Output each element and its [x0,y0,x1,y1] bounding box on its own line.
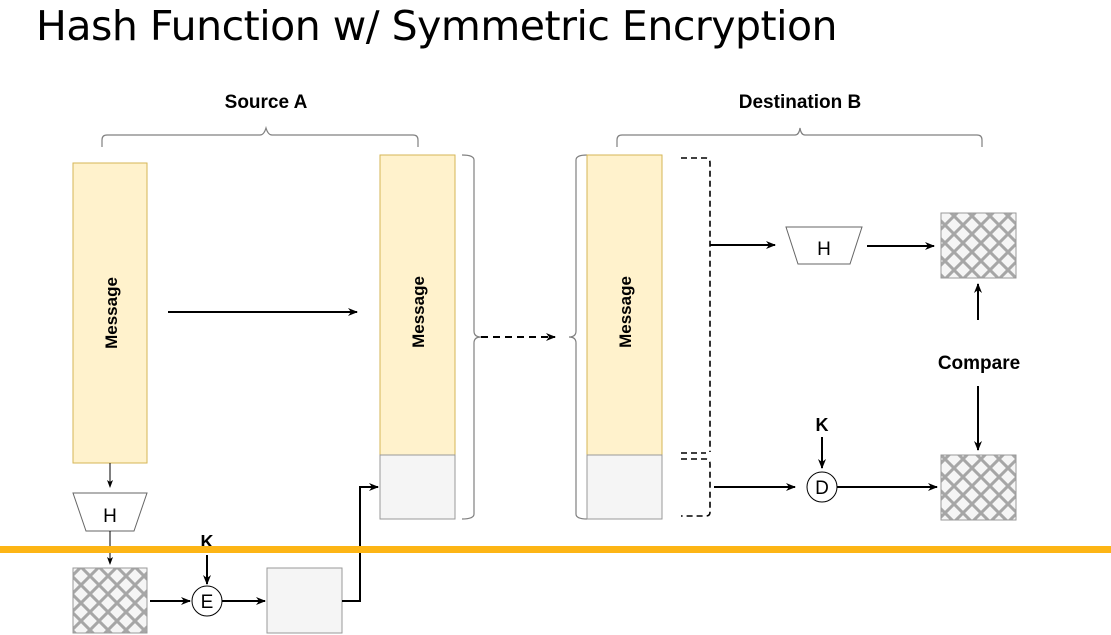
appended-encrypted-hash [379,454,456,520]
source-hash-label: H [103,506,117,527]
message-dashed-bracket [681,157,711,452]
received-message-block [586,154,663,456]
source-a-label: Source A [225,92,308,113]
cipher-to-append-arrow [342,483,379,602]
dest-hash-label: H [817,239,831,260]
received-encrypted-hash [586,454,663,520]
destination-b-brace [616,127,983,147]
computed-hash-digest [940,212,1017,279]
received-message-label: Message [616,276,635,348]
decrypt-key-label: K [816,415,829,435]
source-hash-digest [72,567,148,634]
compare-label: Compare [938,353,1020,374]
destination-b-label: Destination B [739,92,861,113]
dest-hash-function: H [785,226,863,265]
combined-brace [461,154,482,520]
source-message-label: Message [102,277,121,349]
hash-dashed-bracket [681,452,711,517]
encrypted-hash-block [266,567,343,634]
combined-message-label: Message [409,276,428,348]
source-a-brace [101,125,419,147]
slide-title: Hash Function w/ Symmetric Encryption [36,2,838,50]
accent-divider [0,546,1111,553]
encrypt-label: E [201,592,214,613]
received-brace [568,154,588,520]
source-hash-function: H [72,492,148,532]
decrypt-label: D [815,478,829,499]
source-message-block [72,162,148,464]
encrypt-function: E [191,585,223,617]
combined-message-block [379,154,456,456]
decrypted-hash-digest [940,454,1017,521]
decrypt-function: D [806,471,838,503]
